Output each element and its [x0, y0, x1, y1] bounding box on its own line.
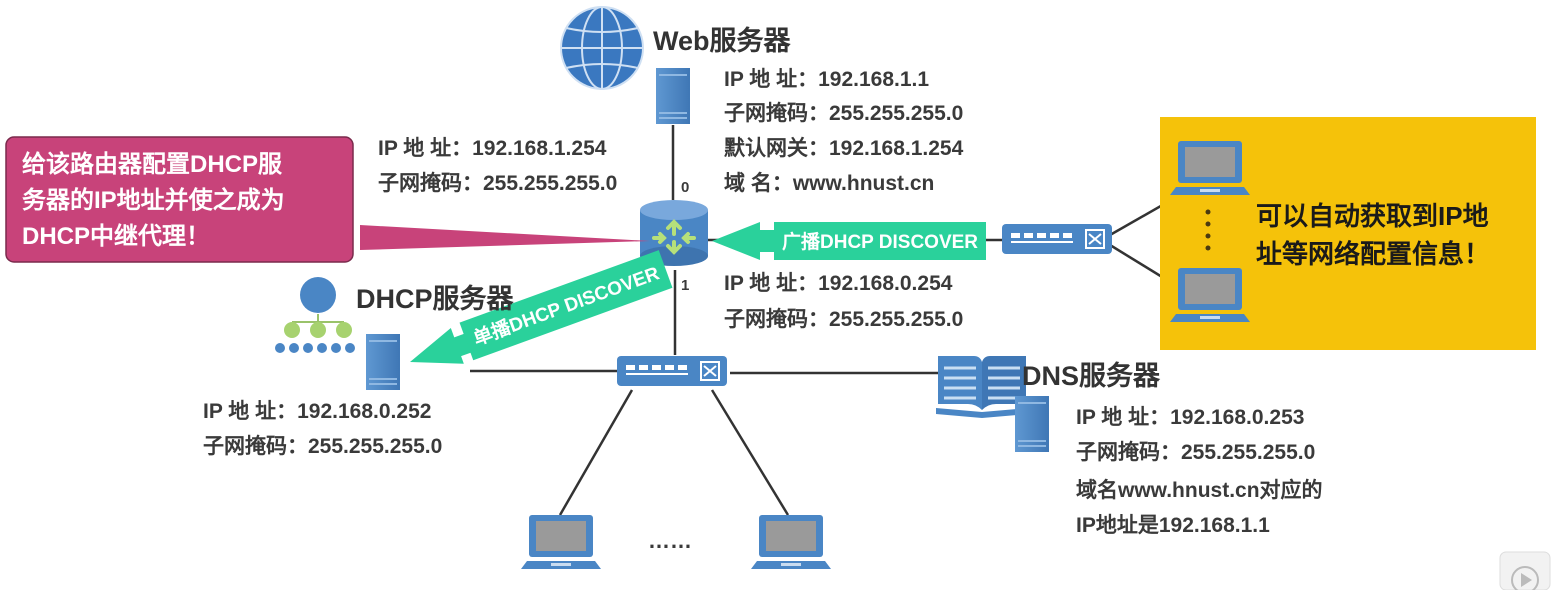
router-icon[interactable]	[640, 200, 708, 266]
router-lower-info: IP 地 址：192.168.0.254 子网掩码：255.255.255.0	[724, 271, 963, 331]
dns-server-ip-note: IP地址是192.168.1.1	[1076, 513, 1270, 537]
web-server-gateway: 默认网关：192.168.1.254	[724, 136, 964, 160]
broadcast-arrow: 广播DHCP DISCOVER	[712, 222, 986, 260]
yellow-box-line-1: 可以自动获取到IP地	[1256, 201, 1489, 231]
dhcp-server-mask: 子网掩码：255.255.255.0	[203, 434, 442, 458]
web-server-icon[interactable]	[656, 68, 690, 124]
yellow-info-box: 可以自动获取到IP地 址等网络配置信息！	[1160, 117, 1536, 350]
web-server-info: IP 地 址：192.168.1.1 子网掩码：255.255.255.0 默认…	[724, 67, 964, 195]
book-icon	[936, 356, 1028, 418]
callout-line-1: 给该路由器配置DHCP服	[22, 150, 283, 178]
org-chart-icon	[275, 277, 355, 353]
bottom-right-laptop-icon[interactable]	[751, 515, 831, 569]
callout-line-3: DHCP中继代理！	[22, 222, 210, 250]
broadcast-arrow-label: 广播DHCP DISCOVER	[782, 230, 978, 253]
dhcp-server-ip: IP 地 址：192.168.0.252	[203, 399, 431, 423]
web-server-globe-icon	[560, 6, 644, 90]
bottom-ellipsis: ……	[648, 528, 692, 553]
dhcp-server-icon[interactable]	[366, 334, 400, 390]
dns-server-domain-note: 域名www.hnust.cn对应的	[1076, 478, 1323, 502]
web-server-mask: 子网掩码：255.255.255.0	[724, 101, 963, 125]
router-port-1: 1	[681, 277, 689, 294]
router-callout: 给该路由器配置DHCP服 务器的IP地址并使之成为 DHCP中继代理！	[5, 136, 650, 263]
dns-server-title: DNS服务器	[1022, 361, 1161, 391]
vertical-dots	[1205, 209, 1211, 251]
web-server-title: Web服务器	[653, 26, 792, 56]
yellow-box-line-2: 址等网络配置信息！	[1256, 239, 1490, 269]
router-mask-upper: 子网掩码：255.255.255.0	[378, 171, 617, 195]
web-server-ip: IP 地 址：192.168.1.1	[724, 67, 929, 91]
play-button[interactable]	[1499, 551, 1551, 590]
dns-server-mask: 子网掩码：255.255.255.0	[1076, 440, 1315, 464]
dns-server-ip: IP 地 址：192.168.0.253	[1076, 405, 1304, 429]
router-ip-lower: IP 地 址：192.168.0.254	[724, 271, 953, 295]
router-mask-lower: 子网掩码：255.255.255.0	[724, 307, 963, 331]
router-upper-info: IP 地 址：192.168.1.254 子网掩码：255.255.255.0	[378, 136, 617, 195]
bottom-left-laptop-icon[interactable]	[521, 515, 601, 569]
play-icon	[1511, 566, 1539, 590]
dhcp-server-title: DHCP服务器	[356, 284, 515, 314]
dns-server-icon[interactable]	[1015, 396, 1049, 452]
central-switch-icon[interactable]	[616, 355, 728, 387]
router-ip-upper: IP 地 址：192.168.1.254	[378, 136, 607, 160]
router-port-0: 0	[681, 179, 689, 196]
right-switch-icon[interactable]	[1001, 223, 1113, 255]
callout-line-2: 务器的IP地址并使之成为	[22, 186, 285, 214]
dhcp-server-info: IP 地 址：192.168.0.252 子网掩码：255.255.255.0	[203, 399, 442, 458]
dns-server-info: IP 地 址：192.168.0.253 子网掩码：255.255.255.0 …	[1076, 405, 1323, 537]
web-server-domain: 域 名：www.hnust.cn	[724, 171, 934, 195]
